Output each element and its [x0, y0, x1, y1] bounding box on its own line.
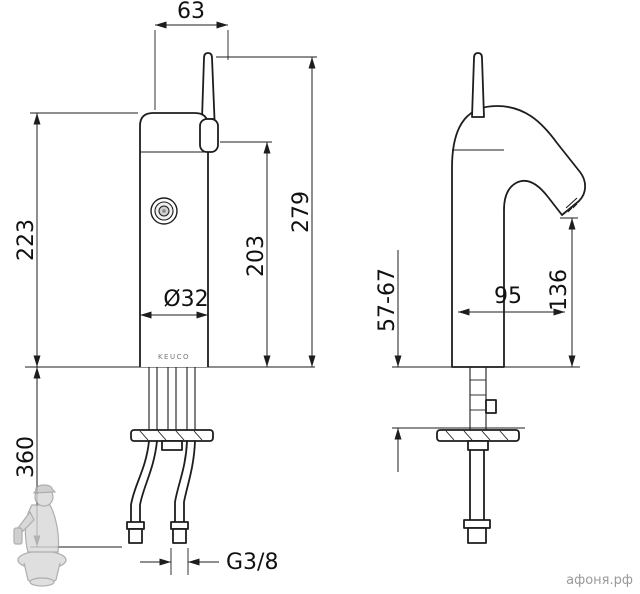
watermark-text: афоня.рф — [566, 573, 633, 588]
aerator-side — [565, 197, 578, 213]
hose-right-inner — [183, 440, 196, 523]
front-view-dimensions: 63 223 360 203 279 Ø32 G3/8 — [14, 0, 317, 575]
dim-279: 279 — [289, 191, 314, 233]
hose-connector-left — [126, 521, 145, 544]
mounting-nut-front — [161, 440, 183, 451]
mounting-flange-side — [436, 429, 520, 442]
watermark-plumber-logo — [13, 484, 67, 587]
watermark-plunger — [13, 527, 23, 545]
hose-left-outer — [130, 440, 150, 523]
clamp-screw-side — [485, 399, 497, 414]
dim-136: 136 — [547, 269, 572, 311]
hose-left-inner — [139, 440, 158, 523]
dim-diameter-32: Ø32 — [163, 287, 208, 312]
mounting-nut-side — [467, 440, 489, 451]
dim-360: 360 — [14, 436, 39, 478]
side-view-supply — [436, 367, 520, 544]
dim-57-67: 57-67 — [375, 268, 400, 332]
handle-pivot-front — [199, 118, 219, 153]
watermark-figure-cap — [32, 484, 57, 494]
side-view-dimensions: 57-67 95 136 — [375, 217, 578, 472]
front-view-faucet: KEUCO — [25, 52, 315, 544]
mounting-flange-front — [130, 429, 214, 442]
handle-lever-side — [471, 52, 485, 118]
faucet-body-front — [139, 112, 209, 367]
faucet-body-side — [451, 105, 587, 368]
handle-lever-front — [201, 52, 216, 120]
dim-223: 223 — [14, 219, 39, 261]
dim-203: 203 — [244, 235, 269, 277]
side-view-faucet — [392, 52, 587, 544]
brand-label: KEUCO — [158, 353, 190, 361]
dim-95: 95 — [494, 284, 522, 309]
hose-connector-right — [170, 521, 189, 544]
aerator-front — [150, 197, 178, 225]
hose-connector-side — [463, 519, 491, 544]
dim-thread-g38: G3/8 — [226, 550, 278, 575]
watermark-toilet-base — [29, 577, 55, 587]
front-view-supply — [126, 367, 214, 544]
dim-63: 63 — [177, 0, 205, 24]
hose-right-outer — [174, 440, 188, 523]
